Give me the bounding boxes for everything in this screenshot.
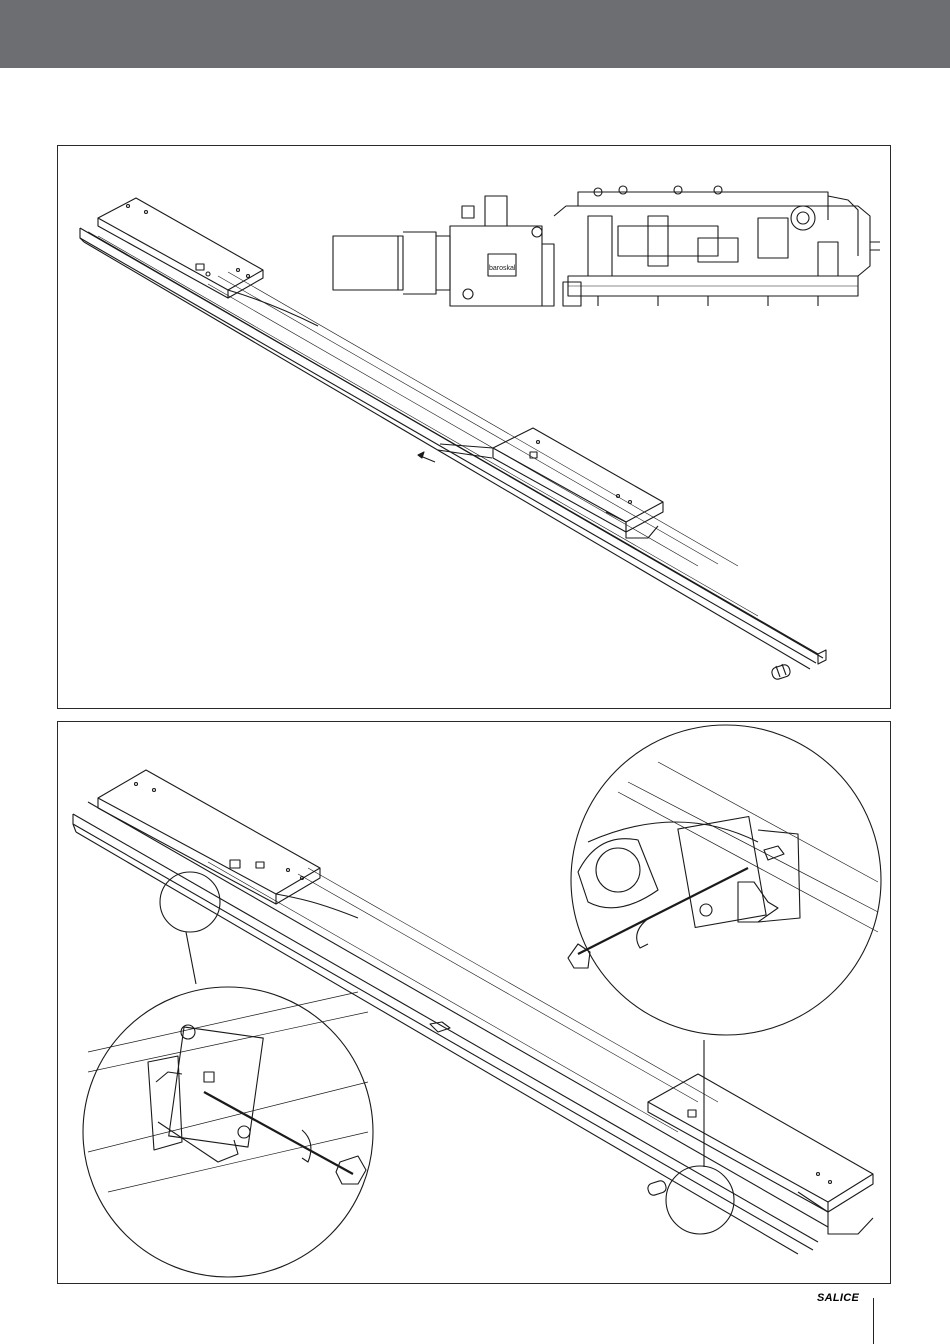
direction-arrow-icon [418, 452, 435, 462]
callout-right-marker [666, 1166, 734, 1234]
page-margin-rule [873, 1298, 874, 1344]
hex-key-handle-icon [336, 1156, 366, 1184]
figure-panel-bottom [57, 721, 891, 1284]
figure-panel-top: baroskal [57, 145, 891, 709]
right-carriage [438, 428, 663, 538]
adjustment-detail-illustration [58, 722, 892, 1285]
center-connector [430, 1022, 450, 1032]
callout-left-leader [186, 932, 196, 984]
long-rail [80, 228, 826, 669]
track-profile-cross-section [542, 186, 880, 306]
end-stop [647, 1180, 668, 1197]
motor-label: baroskal [489, 265, 516, 272]
brand-logo: SALICE [817, 1292, 859, 1304]
header-band [0, 0, 950, 68]
detail-view-left [83, 987, 373, 1277]
motor-cross-section: baroskal [333, 196, 542, 306]
right-carriage [648, 1074, 873, 1234]
track-assembly-illustration: baroskal [58, 146, 892, 710]
left-carriage [98, 198, 318, 326]
end-stop [771, 664, 792, 681]
left-carriage [98, 770, 358, 918]
detail-view-right [568, 725, 881, 1035]
